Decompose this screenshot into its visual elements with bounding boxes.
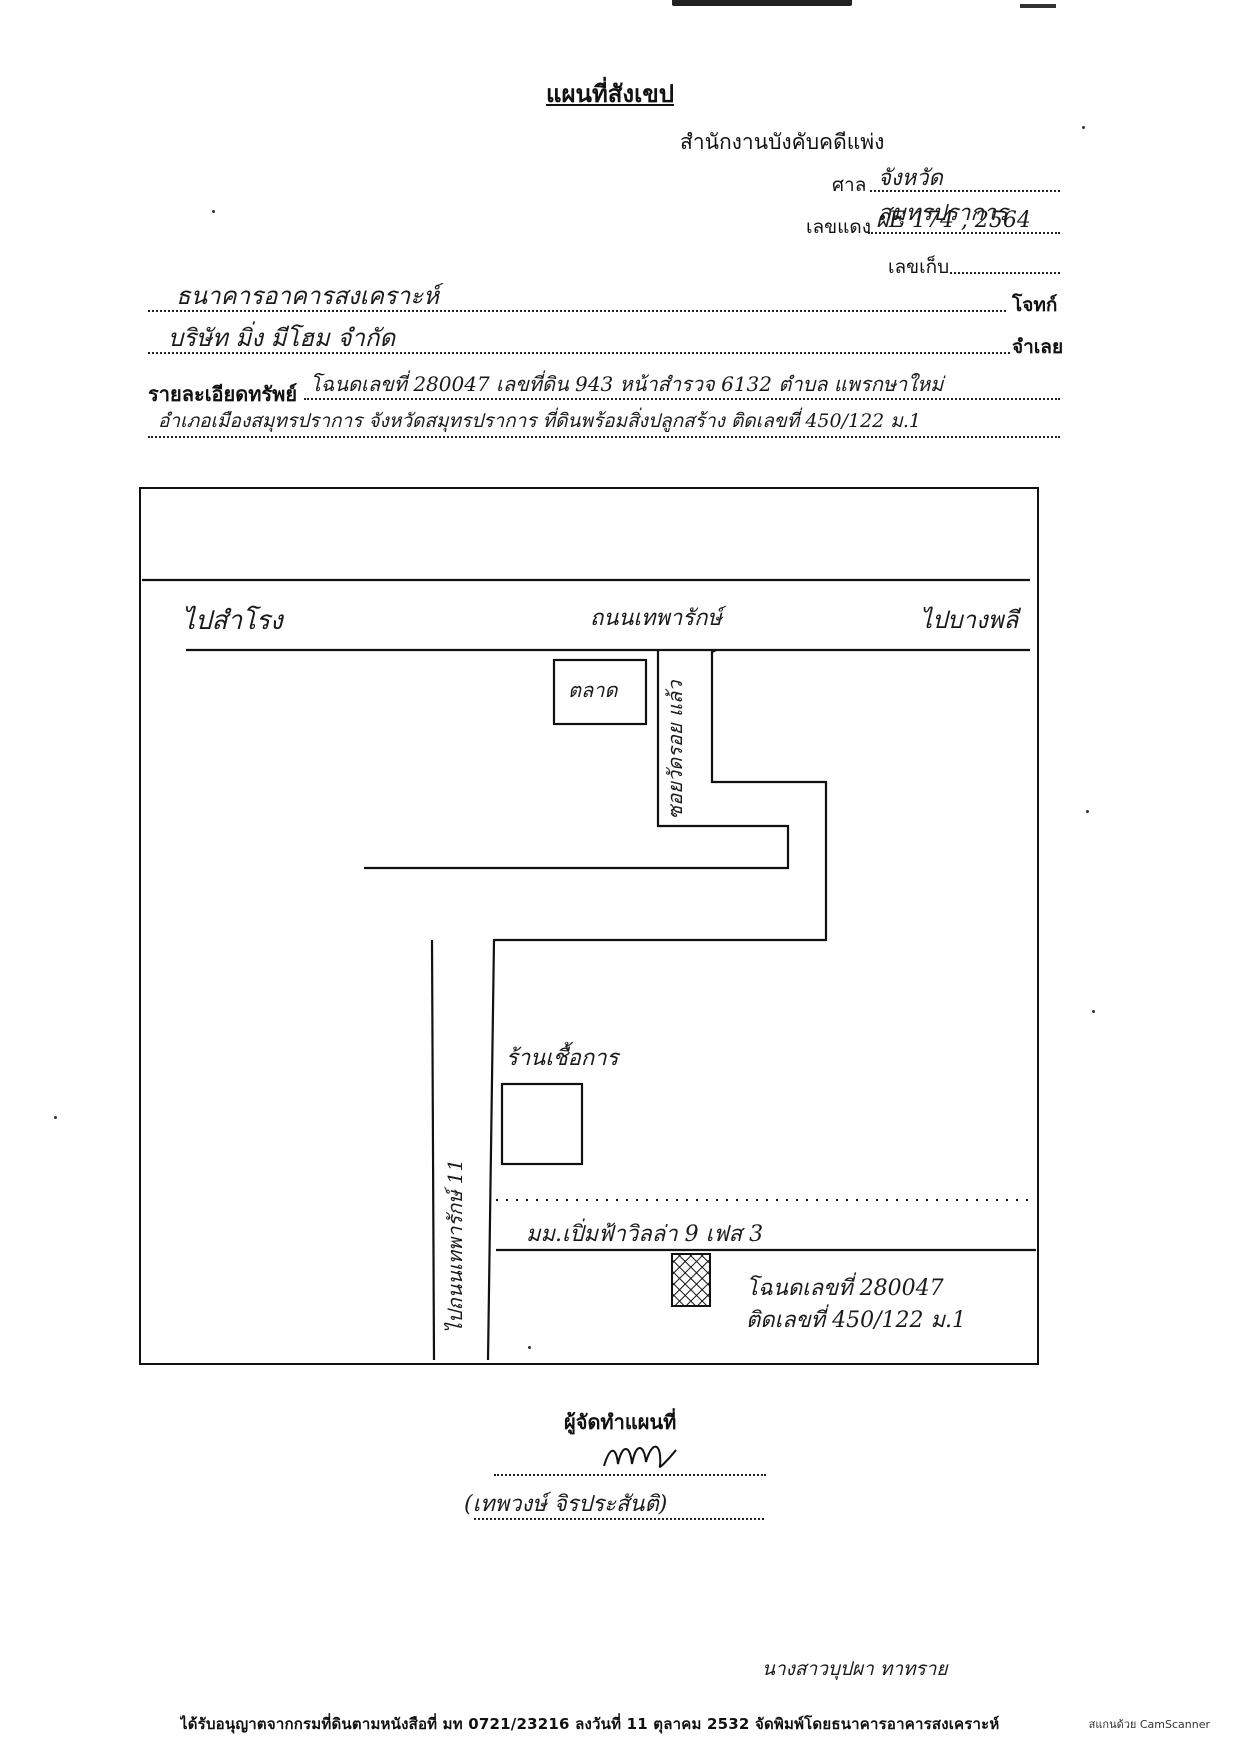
village-road-left-edge xyxy=(430,939,436,1361)
scanner-watermark: สแกนด้วย CamScanner xyxy=(1088,1718,1210,1731)
soi-left-edge xyxy=(364,650,790,870)
map-label-village-road: ไปถนนเทพารักษ์ 11 xyxy=(443,1158,467,1334)
signature-line xyxy=(494,1460,766,1476)
court-value: จังหวัดสมุทรปราการ xyxy=(878,166,1008,226)
property-line1-field: โฉนดเลขที่ 280047 เลขที่ดิน 943 หน้าสำรว… xyxy=(304,366,1060,400)
officer-name: นางสาวบุปผา ทาทราย xyxy=(762,1658,948,1680)
shop-box xyxy=(500,1082,584,1166)
signer-name: (เทพวงษ์ จิรประสันติ) xyxy=(464,1492,668,1517)
scan-speck xyxy=(212,210,215,213)
property-line2: อำเภอเมืองสมุทรปราการ จังหวัดสมุทรปราการ… xyxy=(158,410,921,432)
map-frame xyxy=(139,487,1039,1365)
court-field: จังหวัดสมุทรปราการ xyxy=(870,160,1060,226)
signature-label: ผู้จัดทำแผนที่ xyxy=(564,1410,677,1434)
page-title: แผนที่สังเขป xyxy=(546,80,674,108)
plaintiff-value: ธนาคารอาคารสงเคราะห์ xyxy=(176,282,439,310)
office-name: สำนักงานบังคับคดีแพ่ง xyxy=(680,130,885,154)
property-label: รายละเอียดทรัพย์ xyxy=(148,382,298,406)
scan-speck xyxy=(1092,1010,1095,1013)
scan-speck xyxy=(54,1116,57,1119)
scan-speck xyxy=(1082,126,1085,129)
storage-no-label: เลขเก็บ xyxy=(888,256,950,278)
top-cutoff-text xyxy=(672,0,852,6)
defendant-label: จำเลย xyxy=(1012,336,1064,358)
defendant-field: บริษัท มิ่ง มีโฮม จำกัด xyxy=(148,318,1010,354)
defendant-value: บริษัท มิ่ง มีโฮม จำกัด xyxy=(168,324,396,352)
signature-scribble xyxy=(603,1445,677,1468)
property-line1: โฉนดเลขที่ 280047 เลขที่ดิน 943 หน้าสำรว… xyxy=(310,372,944,396)
scan-speck xyxy=(528,1346,531,1349)
market-box xyxy=(552,658,648,726)
red-no-label: เลขแดง xyxy=(806,216,871,238)
map-label-to-right: ไปบางพลี xyxy=(920,606,1019,634)
red-no-value: ผE 174 , 2564 xyxy=(876,208,1031,233)
signer-name-field: (เทพวงษ์ จิรประสันติ) xyxy=(464,1482,764,1520)
map-label-soi: ซอยวัดรอย แล้ว xyxy=(663,680,687,820)
property-parcel-crosshatch xyxy=(672,1254,710,1306)
map-label-to-left: ไปสำโรง xyxy=(182,606,283,636)
map-label-shop: ร้านเชื้อการ xyxy=(506,1046,619,1071)
map-label-main-road: ถนนเทพารักษ์ xyxy=(590,606,722,631)
plaintiff-label: โจทก์ xyxy=(1012,294,1058,316)
soi-right-edge xyxy=(486,649,828,1361)
map-label-house-no: ติดเลขที่ 450/122 ม.1 xyxy=(746,1308,966,1333)
storage-no-field xyxy=(950,252,1060,274)
plaintiff-field: ธนาคารอาคารสงเคราะห์ xyxy=(148,276,1006,312)
court-label: ศาล xyxy=(832,174,867,196)
footer-print-line: ได้รับอนุญาตจากกรมที่ดินตามหนังสือที่ มท… xyxy=(180,1715,1000,1733)
map-label-market: ตลาด xyxy=(568,678,618,702)
red-no-field: ผE 174 , 2564 xyxy=(868,204,1060,234)
map-label-village: มม.เปิ่มฟ้าวิลล่า 9 เฟส 3 xyxy=(526,1222,764,1247)
scan-speck xyxy=(1086,810,1089,813)
top-cutoff-mark xyxy=(1020,4,1056,8)
map-label-deed: โฉนดเลขที่ 280047 xyxy=(746,1276,944,1301)
property-line2-field: อำเภอเมืองสมุทรปราการ จังหวัดสมุทรปราการ… xyxy=(148,404,1060,438)
